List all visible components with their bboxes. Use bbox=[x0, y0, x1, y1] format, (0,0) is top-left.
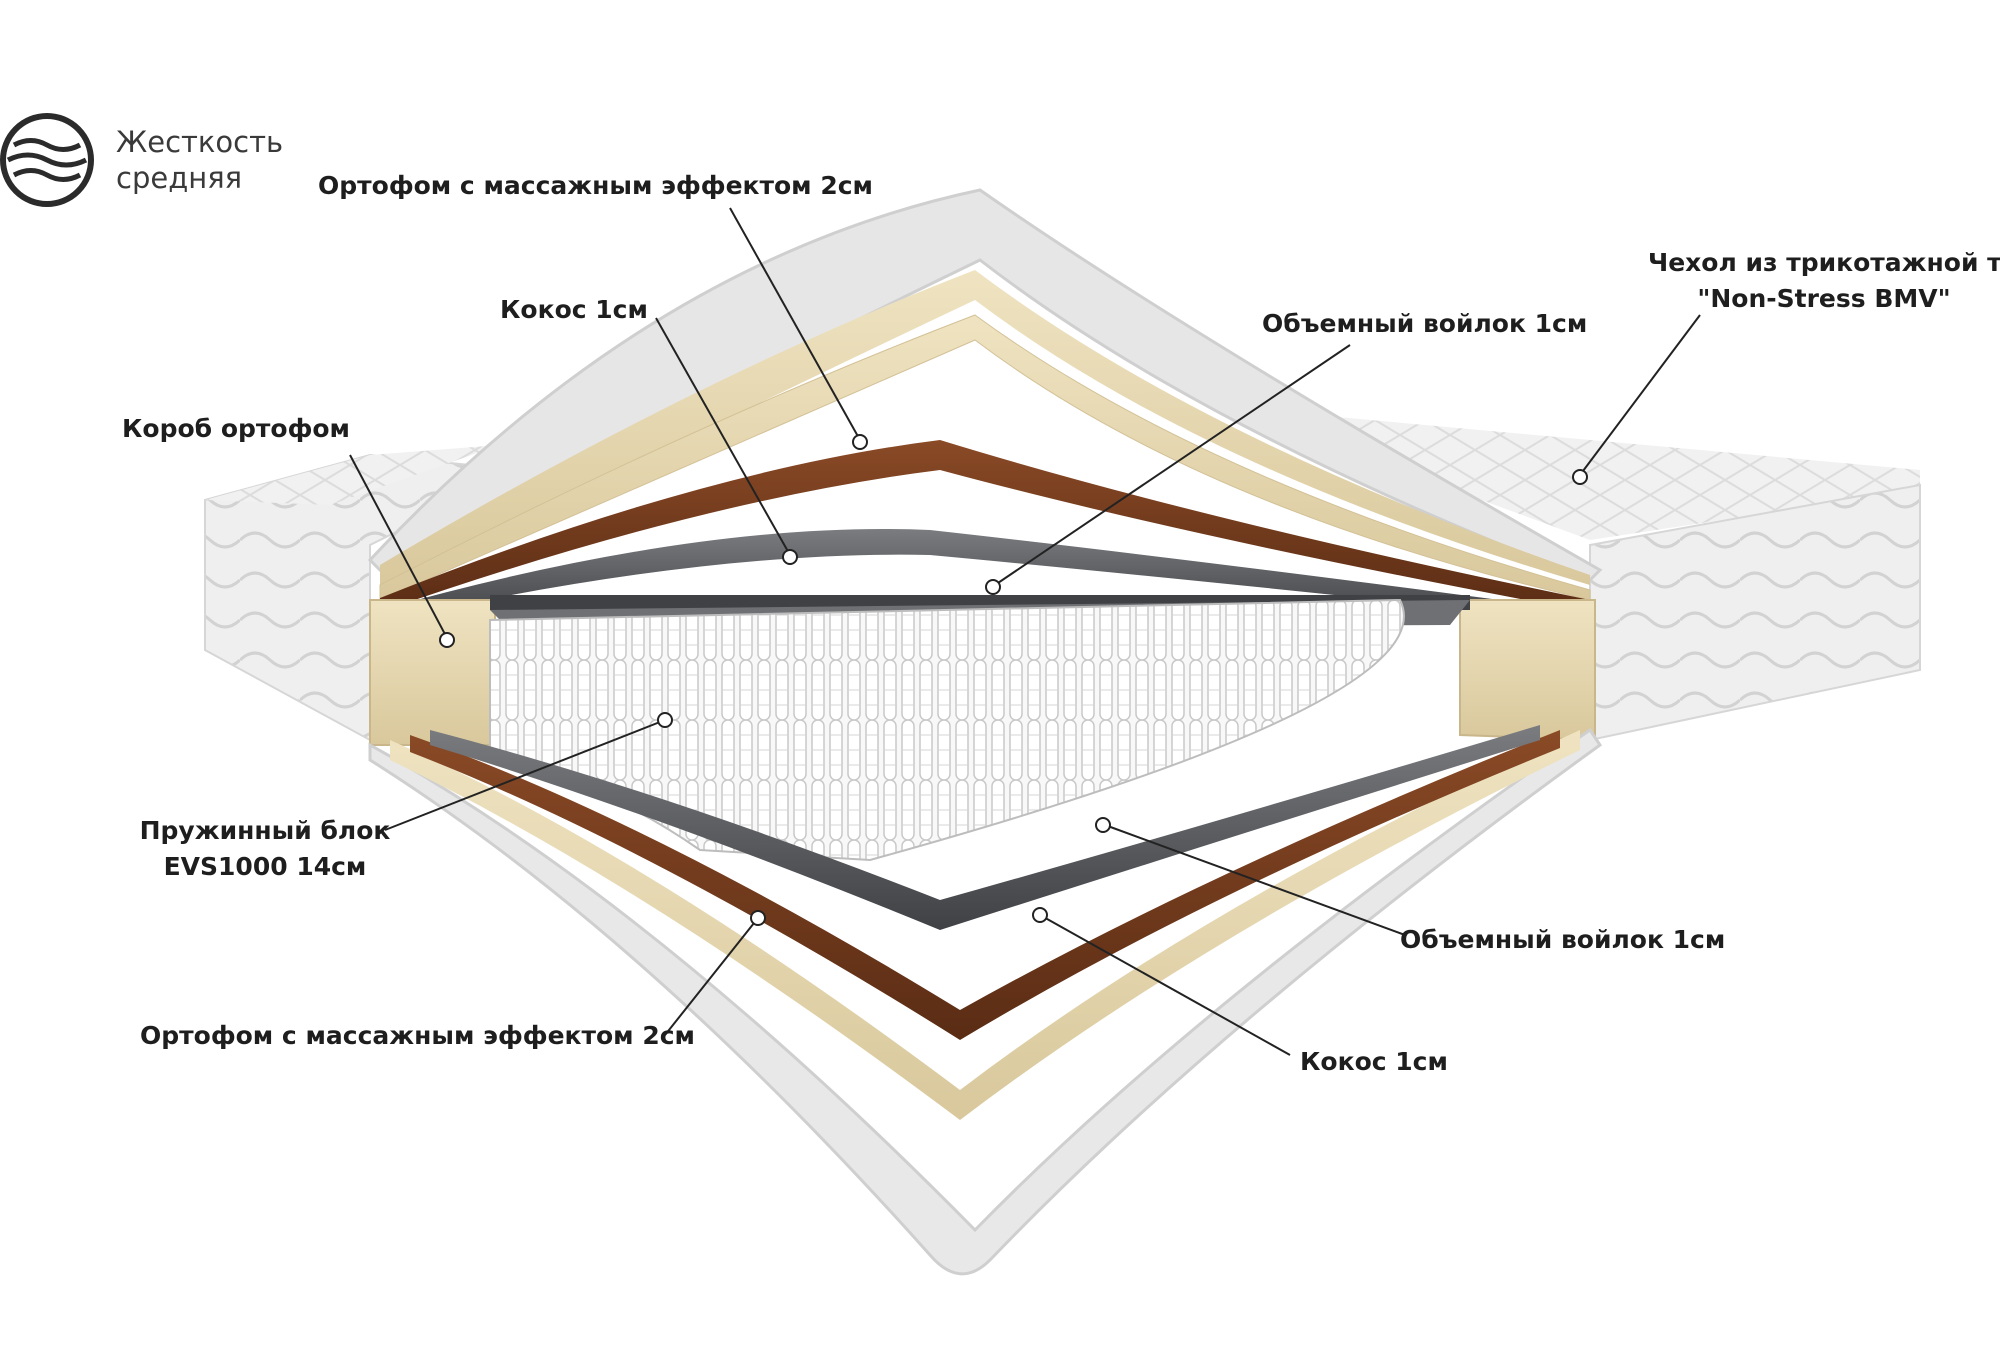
leader-lines bbox=[349, 207, 1701, 1056]
label-cover: Чехол из трикотажной ткани "Non-Stress B… bbox=[1648, 245, 2000, 317]
label-kokos-bottom: Кокос 1см bbox=[1300, 1047, 1448, 1076]
label-voilok-bottom: Объемный войлок 1см bbox=[1400, 925, 1726, 954]
label-cover-line-2: "Non-Stress BMV" bbox=[1697, 284, 1951, 313]
upper-flap bbox=[367, 188, 1603, 622]
hardness-wave-icon bbox=[0, 113, 94, 207]
label-ortofom-top: Ортофом с массажным эффектом 2см bbox=[318, 171, 873, 200]
label-cover-line-1: Чехол из трикотажной ткани bbox=[1648, 248, 2000, 277]
label-korob: Короб ортофом bbox=[122, 414, 350, 443]
label-kokos-top: Кокос 1см bbox=[500, 295, 648, 324]
label-voilok-top: Объемный войлок 1см bbox=[1262, 309, 1588, 338]
mattress-body bbox=[204, 380, 1921, 742]
hardness-label: Жесткость средняя bbox=[116, 124, 283, 196]
label-spring-block: Пружинный блок EVS1000 14см bbox=[130, 813, 400, 885]
label-spring-line-1: Пружинный блок bbox=[139, 816, 391, 845]
label-ortofom-bottom: Ортофом с массажным эффектом 2см bbox=[140, 1021, 695, 1050]
label-spring-line-2: EVS1000 14см bbox=[163, 852, 367, 881]
leader-dots bbox=[439, 434, 1588, 926]
hardness-line-1: Жесткость bbox=[116, 125, 284, 159]
core bbox=[369, 595, 1596, 862]
hardness-line-2: средняя bbox=[116, 161, 243, 195]
lower-flap bbox=[368, 725, 1603, 1276]
